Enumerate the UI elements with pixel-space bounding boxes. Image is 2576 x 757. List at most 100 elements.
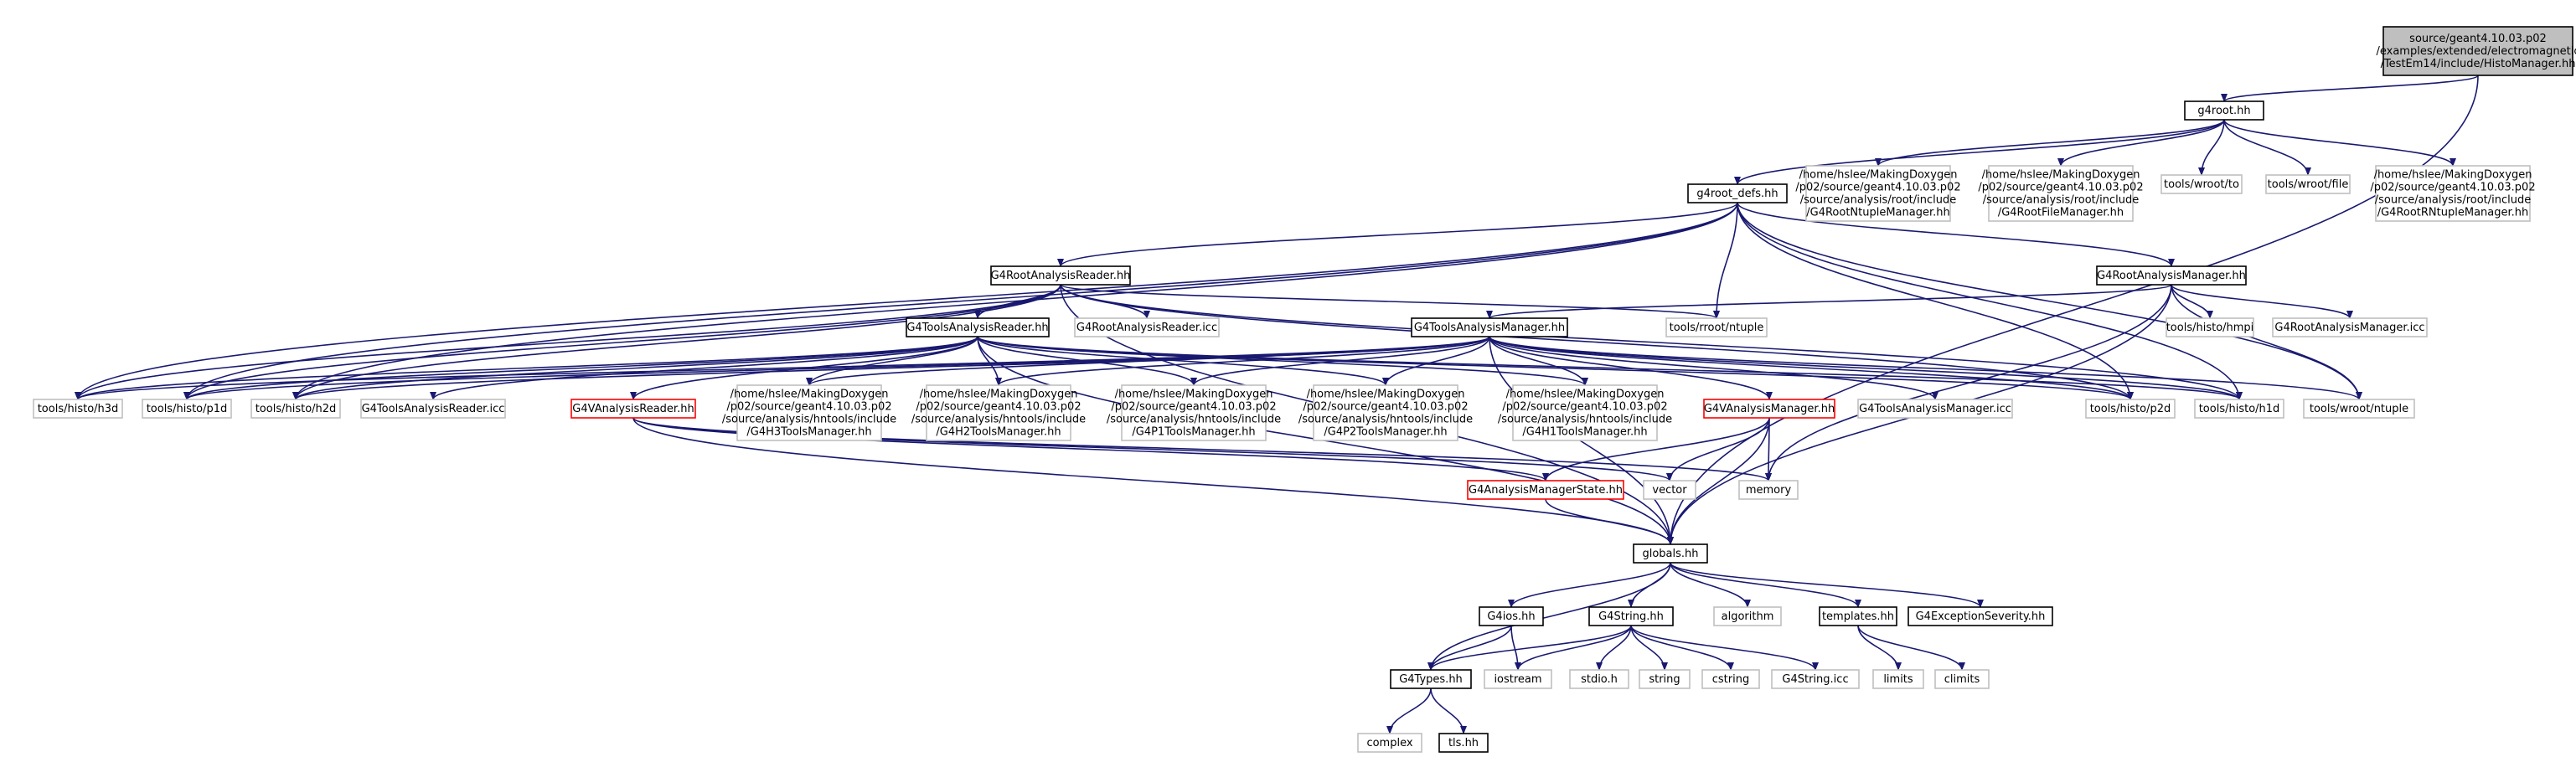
node-label: /p02/source/geant4.10.03.p02 [1303, 401, 1468, 414]
edge-g4types-to-complex [1386, 687, 1432, 734]
node-label: /p02/source/geant4.10.03.p02 [1795, 182, 1960, 194]
node-box [1934, 669, 1990, 689]
edge-v-manager-to-mgr-state [1542, 417, 1770, 481]
node-p2-mgr[interactable]: /home/hslee/MakingDoxygen/p02/source/gea… [1298, 384, 1473, 441]
node-wroot-to[interactable]: tools/wroot/to [2160, 174, 2243, 194]
node-root-ntuple-mgr[interactable]: /home/hslee/MakingDoxygen/p02/source/gea… [1795, 165, 1961, 222]
node-tls[interactable]: tls.hh [1438, 733, 1489, 753]
node-box [1665, 317, 1768, 337]
node-wroot-file[interactable]: tools/wroot/file [2265, 174, 2351, 194]
node-root[interactable]: source/geant4.10.03.p02/examples/extende… [2376, 26, 2576, 76]
edge-root-reader-to-p1d [183, 284, 1061, 400]
node-g4string-icc[interactable]: G4String.icc [1771, 669, 1860, 689]
node-troot-ntuple[interactable]: tools/rroot/ntuple [1665, 317, 1768, 337]
node-v-reader[interactable]: G4VAnalysisReader.hh [570, 399, 696, 419]
node-vector[interactable]: vector [1643, 480, 1696, 500]
node-label: templates.hh [1822, 610, 1894, 623]
node-p1d[interactable]: tools/histo/p1d [142, 399, 232, 419]
node-root-rntuple-mgr[interactable]: /home/hslee/MakingDoxygen/p02/source/gea… [2370, 165, 2536, 222]
edge-v-manager-to-globals [1667, 417, 1770, 545]
node-label: G4VAnalysisManager.hh [1704, 403, 1835, 415]
node-cstring[interactable]: cstring [1701, 669, 1760, 689]
node-label: /source/analysis/hntools/include [911, 414, 1086, 426]
node-mgr-state[interactable]: G4AnalysisManagerState.hh [1467, 480, 1624, 500]
edge-g4string-to-iostream [1515, 625, 1632, 671]
node-p2d[interactable]: tools/histo/p2d [2085, 399, 2176, 419]
edge-g4string-to-stdio [1596, 625, 1632, 671]
node-g4root-defs[interactable]: g4root_defs.hh [1687, 183, 1788, 203]
node-stdio[interactable]: stdio.h [1569, 669, 1629, 689]
node-histo-hmpi[interactable]: tools/histo/hmpi [2166, 317, 2254, 337]
node-tools-manager[interactable]: G4ToolsAnalysisManager.hh [1411, 317, 1568, 337]
node-globals[interactable]: globals.hh [1633, 543, 1708, 564]
node-root-manager-icc[interactable]: G4RootAnalysisManager.icc [2272, 317, 2428, 337]
node-wroot-ntuple[interactable]: tools/wroot/ntuple [2303, 399, 2415, 419]
node-g4ios[interactable]: G4ios.hh [1479, 606, 1544, 626]
node-tools-reader[interactable]: G4ToolsAnalysisReader.hh [906, 317, 1050, 337]
edge-g4root-defs-to-p1d [183, 202, 1738, 400]
node-label: limits [1883, 673, 1913, 686]
node-box [1479, 606, 1544, 626]
edge-tools-manager-to-h3-mgr [806, 336, 1490, 386]
node-g4string[interactable]: G4String.hh [1588, 606, 1674, 626]
edge-mgr-state-to-globals [1545, 498, 1674, 545]
node-label: /p02/source/geant4.10.03.p02 [1502, 401, 1667, 414]
edge-g4root-to-root-file-mgr [2057, 119, 2225, 167]
node-algorithm[interactable]: algorithm [1713, 606, 1782, 626]
node-label: tools/wroot/ntuple [2310, 403, 2408, 415]
node-tools-reader-icc[interactable]: G4ToolsAnalysisReader.icc [360, 399, 506, 419]
node-h3d[interactable]: tools/histo/h3d [33, 399, 123, 419]
node-root-reader[interactable]: G4RootAnalysisReader.hh [990, 265, 1131, 286]
node-h2d[interactable]: tools/histo/h2d [250, 399, 341, 419]
node-memory[interactable]: memory [1738, 480, 1799, 500]
node-h1-mgr[interactable]: /home/hslee/MakingDoxygen/p02/source/gea… [1498, 384, 1672, 441]
node-root-reader-icc[interactable]: G4RootAnalysisReader.icc [1074, 317, 1220, 337]
edge-g4root-defs-to-h2d [292, 202, 1738, 400]
node-label: /home/hslee/MakingDoxygen [1307, 389, 1465, 401]
node-box [2375, 165, 2531, 222]
edge-tools-reader-to-p1d [183, 336, 978, 400]
node-box [1872, 669, 1924, 689]
node-label: tools/histo/p1d [147, 403, 228, 415]
node-label: /G4H1ToolsManager.hh [1522, 426, 1647, 439]
edge-g4root-defs-to-h1d [1737, 202, 2243, 400]
node-iostream[interactable]: iostream [1484, 669, 1552, 689]
node-label: cstring [1712, 673, 1749, 686]
edge-g4ios-to-g4types [1427, 625, 1512, 671]
node-limits[interactable]: limits [1872, 669, 1924, 689]
node-tools-manager-icc[interactable]: G4ToolsAnalysisManager.icc [1857, 399, 2013, 419]
node-box [2265, 174, 2351, 194]
node-label: /source/analysis/hntools/include [1298, 414, 1473, 426]
edge-g4root-defs-to-h3d [75, 202, 1738, 400]
node-label: G4String.icc [1782, 673, 1848, 686]
node-h1d[interactable]: tools/histo/h1d [2194, 399, 2284, 419]
edge-g4string-to-cstring [1630, 625, 1734, 671]
node-g4types[interactable]: G4Types.hh [1390, 669, 1472, 689]
node-root-file-mgr[interactable]: /home/hslee/MakingDoxygen/p02/source/gea… [1978, 165, 2144, 222]
node-exc-sev[interactable]: G4ExceptionSeverity.hh [1907, 606, 2053, 626]
node-complex[interactable]: complex [1357, 733, 1422, 753]
node-box [1467, 480, 1624, 500]
node-v-manager[interactable]: G4VAnalysisManager.hh [1703, 399, 1835, 419]
node-h3-mgr[interactable]: /home/hslee/MakingDoxygen/p02/source/gea… [722, 384, 896, 441]
node-box [1738, 480, 1799, 500]
node-label: vector [1652, 484, 1687, 497]
node-root-manager[interactable]: G4RootAnalysisManager.hh [2096, 265, 2247, 286]
node-climits[interactable]: climits [1934, 669, 1990, 689]
edge-g4root-to-root-rntuple-mgr [2223, 119, 2456, 167]
edge-root-manager-to-tools-manager [1486, 284, 2172, 319]
node-label: /G4P2ToolsManager.hh [1324, 426, 1447, 439]
edge-root-to-g4root [2221, 75, 2479, 102]
node-h2-mgr[interactable]: /home/hslee/MakingDoxygen/p02/source/gea… [911, 384, 1086, 441]
node-box [2382, 26, 2573, 76]
node-label: g4root.hh [2197, 105, 2250, 117]
node-p1-mgr[interactable]: /home/hslee/MakingDoxygen/p02/source/gea… [1107, 384, 1281, 441]
node-string[interactable]: string [1639, 669, 1691, 689]
node-label: G4String.hh [1598, 610, 1664, 623]
edge-tools-manager-to-tools-manager-icc [1489, 336, 1938, 400]
node-templates[interactable]: templates.hh [1819, 606, 1897, 626]
edge-tools-manager-to-p2-mgr [1382, 336, 1490, 386]
edge-tools-reader-to-tools-reader-icc [430, 336, 978, 400]
node-g4root[interactable]: g4root.hh [2184, 100, 2264, 121]
node-label: tools/wroot/file [2268, 178, 2349, 191]
